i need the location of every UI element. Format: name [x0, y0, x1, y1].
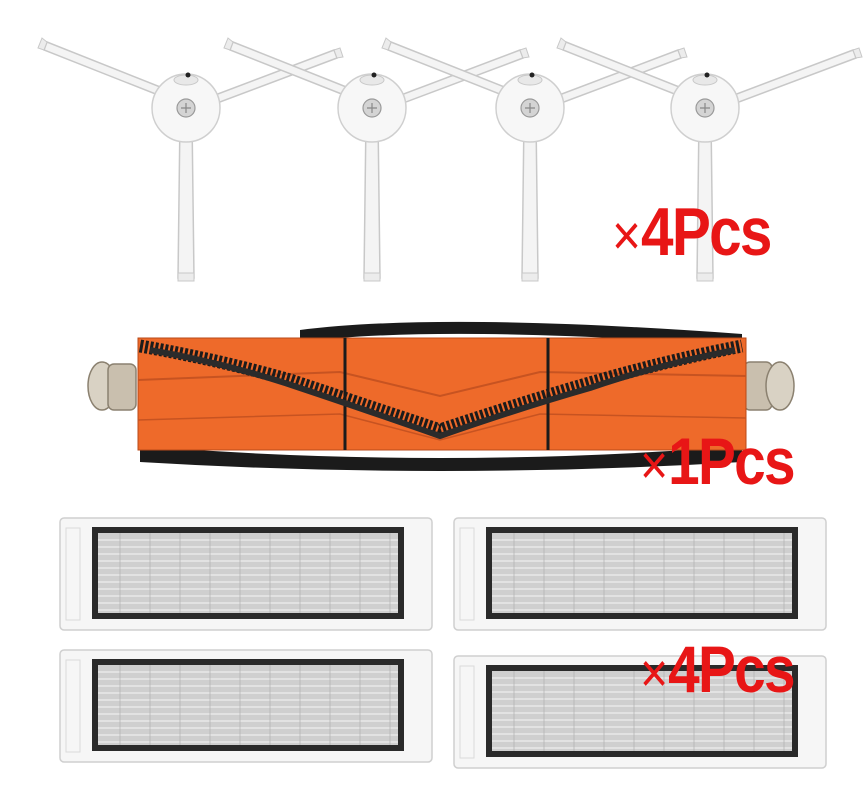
quantity-text: 4Pcs — [641, 194, 772, 270]
multiplier-symbol: × — [640, 641, 668, 704]
filter-icon — [453, 517, 827, 631]
side-brush-quantity-label: ×4Pcs — [612, 198, 772, 268]
quantity-text: 1Pcs — [668, 424, 795, 498]
roller-brush-icon — [87, 321, 795, 471]
quantity-text: 4Pcs — [668, 632, 795, 706]
filter-quantity-label: ×4Pcs — [640, 636, 796, 704]
multiplier-symbol: × — [640, 433, 668, 496]
roller-brush-quantity-label: ×1Pcs — [640, 428, 796, 496]
multiplier-symbol: × — [612, 204, 641, 268]
filter-icon — [59, 517, 433, 631]
filter-icon — [59, 649, 433, 763]
